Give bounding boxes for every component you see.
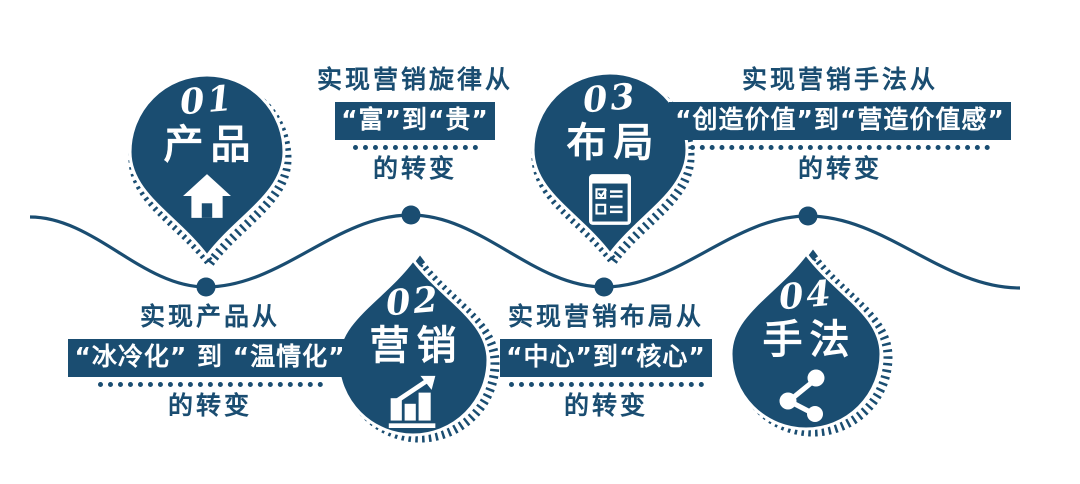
note-1-highlight: “富”到“贵”: [335, 102, 495, 140]
note-4-highlight: “中心”到“核心”: [500, 339, 712, 377]
drop-up-shape: [336, 255, 500, 443]
note-4-line3: 的转变: [563, 391, 648, 420]
pin-down-shape: [128, 73, 292, 271]
node-dot-4: [798, 206, 818, 226]
pin-down-shape: [531, 71, 695, 269]
note-2-highlight: “冰冷化” 到 “温情化”: [68, 339, 352, 377]
note-1: 实现营销旋律从 “富”到“贵” 的转变: [300, 66, 530, 183]
note-3-highlight: “创造价值”到“营造价值感”: [669, 102, 1011, 140]
note-3: 实现营销手法从 “创造价值”到“营造价值感” 的转变: [664, 66, 1016, 183]
note-4: 实现营销布局从 “中心”到“核心” 的转变: [490, 303, 722, 420]
note-2-emphasis-dots: [97, 382, 323, 387]
node-dot-3: [594, 277, 614, 297]
step-4-marker: 04 手法: [711, 234, 901, 449]
note-1-line1: 实现营销旋律从: [316, 65, 513, 94]
note-2: 实现产品从 “冰冷化” 到 “温情化” 的转变: [68, 302, 352, 420]
note-3-emphasis-dots: [690, 145, 990, 150]
step-1-marker: 01 产品: [112, 57, 302, 272]
note-4-emphasis-dots: [508, 382, 704, 387]
note-1-line3: 的转变: [372, 154, 457, 183]
note-1-emphasis-dots: [352, 145, 478, 150]
note-3-line1: 实现营销手法从: [741, 65, 938, 94]
note-2-line3: 的转变: [167, 391, 252, 420]
wave-line: [29, 213, 1021, 290]
node-dot-1: [196, 277, 216, 297]
node-dot-2: [401, 205, 421, 225]
drop-up-shape: [729, 249, 893, 437]
note-3-line3: 的转变: [797, 154, 882, 183]
note-4-line1: 实现营销布局从: [507, 302, 704, 331]
note-2-line1: 实现产品从: [139, 302, 280, 331]
